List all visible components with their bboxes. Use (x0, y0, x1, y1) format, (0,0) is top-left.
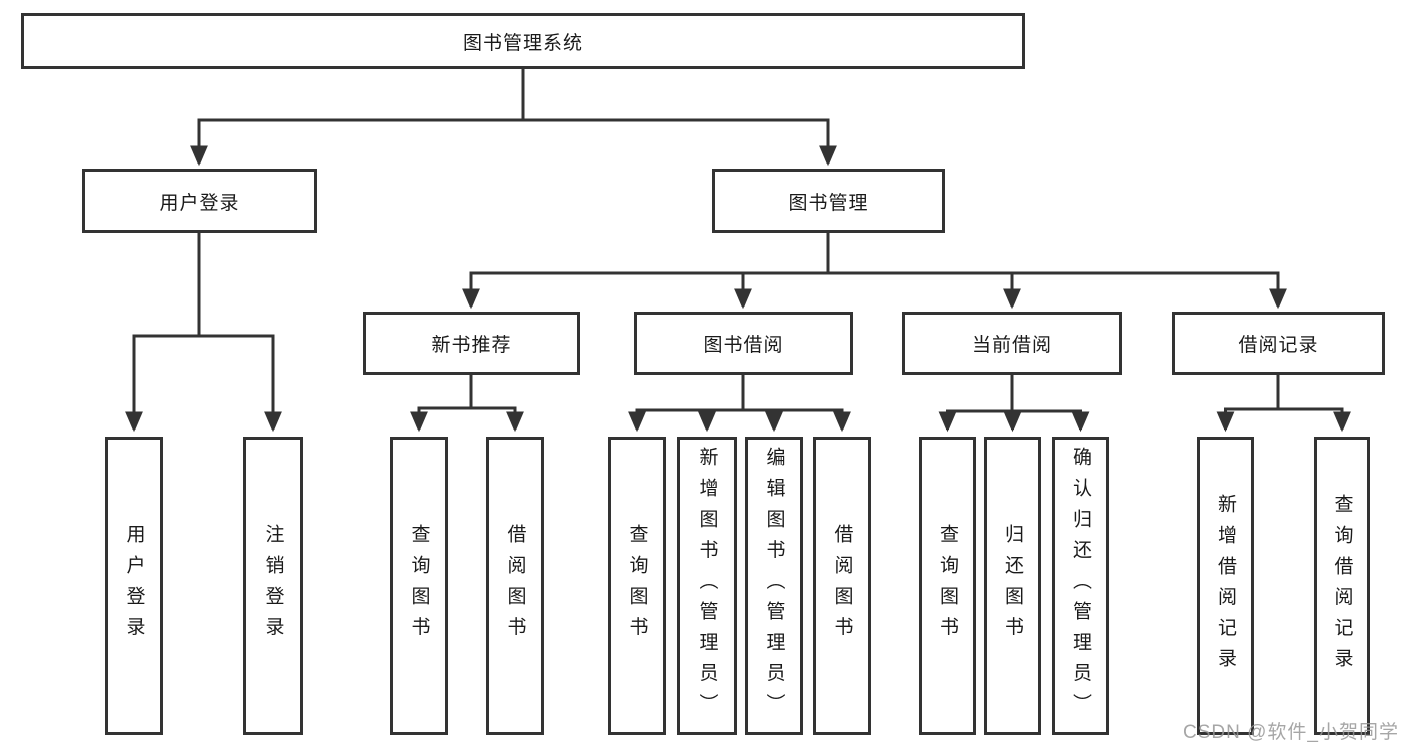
leaf-logout: 注销登录 (243, 437, 303, 735)
node-label: 新增图书（管理员） (696, 447, 718, 725)
node-label: 确认归还（管理员） (1070, 447, 1091, 725)
node-label: 用户登录 (159, 192, 240, 214)
node-book-management: 图书管理 (712, 169, 945, 233)
node-label: 查询借阅记录 (1331, 493, 1353, 679)
leaf-query-books-borrowing: 查询图书 (608, 437, 666, 735)
node-library-management-system: 图书管理系统 (21, 13, 1025, 69)
node-label: 编辑图书（管理员） (763, 447, 785, 725)
node-label: 借阅图书 (504, 524, 526, 648)
node-label: 新增借阅记录 (1215, 493, 1236, 679)
leaf-confirm-return-admin: 确认归还（管理员） (1052, 437, 1109, 735)
leaf-query-borrow-record: 查询借阅记录 (1314, 437, 1370, 735)
node-new-book-recommendation: 新书推荐 (363, 312, 580, 375)
node-borrowing-records: 借阅记录 (1172, 312, 1385, 375)
node-current-borrowing: 当前借阅 (902, 312, 1122, 375)
leaf-borrow-books: 借阅图书 (813, 437, 871, 735)
node-label: 新书推荐 (431, 335, 512, 356)
node-label: 图书借阅 (703, 335, 784, 356)
leaf-query-books-current: 查询图书 (919, 437, 976, 735)
leaf-add-book-admin: 新增图书（管理员） (677, 437, 737, 735)
node-label: 借阅记录 (1238, 335, 1319, 356)
node-label: 查询图书 (626, 524, 648, 648)
node-label: 图书管理系统 (462, 32, 583, 54)
leaf-add-borrow-record: 新增借阅记录 (1197, 437, 1254, 735)
node-label: 查询图书 (937, 524, 958, 648)
node-label: 注销登录 (262, 524, 284, 648)
node-book-borrowing: 图书借阅 (634, 312, 853, 375)
node-user-login: 用户登录 (82, 169, 317, 233)
node-label: 查询图书 (408, 524, 430, 648)
node-label: 用户登录 (123, 524, 145, 648)
node-label: 当前借阅 (971, 335, 1052, 356)
leaf-user-login: 用户登录 (105, 437, 163, 735)
leaf-return-books: 归还图书 (984, 437, 1041, 735)
node-label: 图书管理 (788, 192, 869, 214)
watermark: CSDN @软件_小贺同学 (1183, 722, 1399, 743)
leaf-query-books-recommend: 查询图书 (390, 437, 448, 735)
node-label: 借阅图书 (831, 524, 853, 648)
node-label: 归还图书 (1002, 524, 1023, 648)
leaf-borrow-books-recommend: 借阅图书 (486, 437, 544, 735)
leaf-edit-book-admin: 编辑图书（管理员） (745, 437, 803, 735)
